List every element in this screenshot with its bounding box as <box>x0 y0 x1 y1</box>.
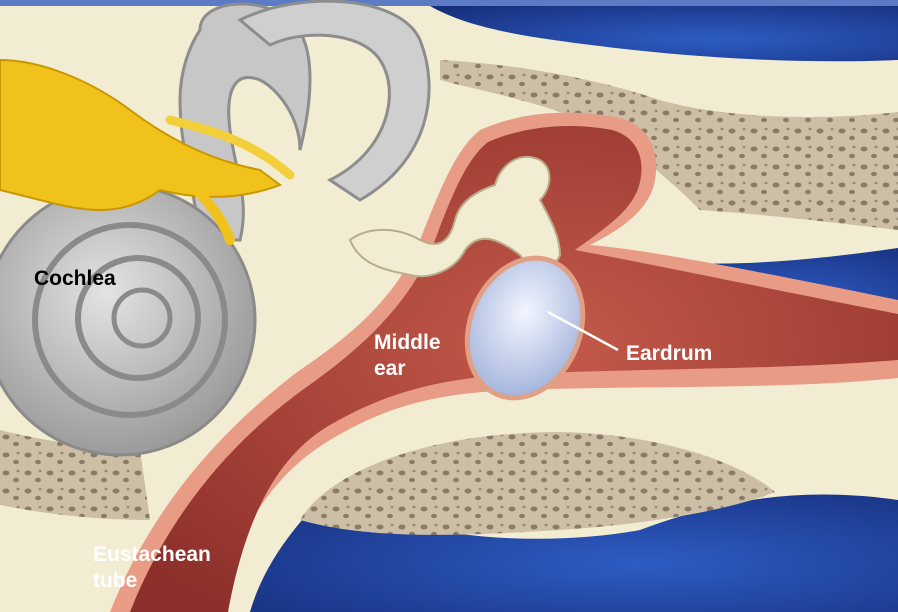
cochlea-label: Cochlea <box>34 266 116 292</box>
eardrum-label: Eardrum <box>626 341 712 367</box>
top-border <box>0 0 898 6</box>
eustachean-tube-label: Eustachean tube <box>93 542 211 594</box>
middle-ear-label: Middle ear <box>374 330 441 382</box>
